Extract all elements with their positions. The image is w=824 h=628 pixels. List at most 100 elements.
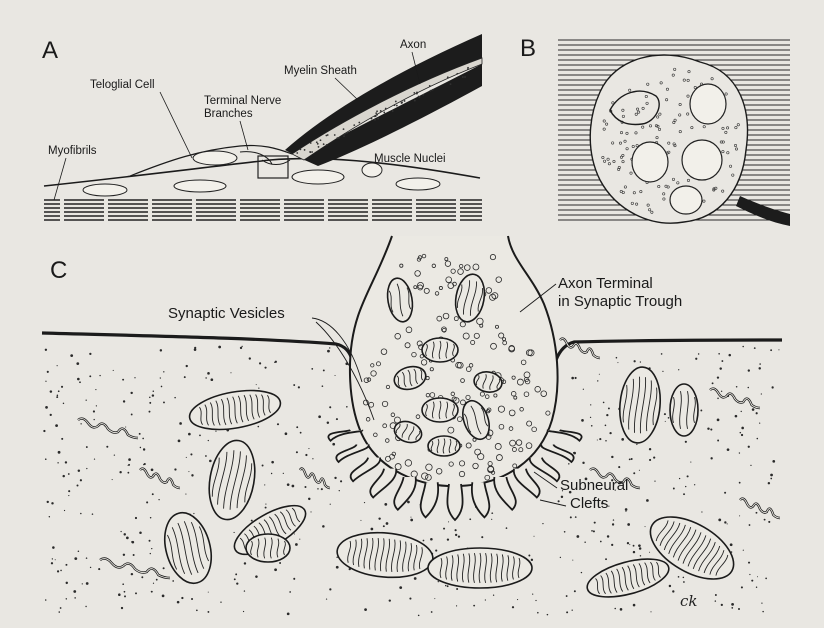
mitochondrion-outer (245, 533, 291, 563)
synaptic-vesicle (381, 400, 389, 408)
axoplasm-dot (338, 136, 340, 139)
stipple-dot (205, 455, 207, 457)
stipple-dot (142, 448, 146, 451)
stipple-dot (363, 501, 366, 504)
stipple-dot (606, 413, 609, 417)
stipple-dot (241, 345, 243, 348)
stipple-dot (230, 372, 232, 374)
stipple-dot (130, 572, 134, 576)
crista (363, 538, 368, 569)
stipple-dot (385, 522, 389, 525)
stipple-dot (220, 601, 222, 603)
synaptic-vesicles (362, 253, 551, 481)
axoplasm-dot (449, 83, 452, 86)
stipple-dot (491, 518, 493, 520)
vesicle-dot (632, 191, 636, 195)
stipple-dot (584, 541, 586, 543)
synaptic-vesicle (540, 390, 547, 397)
crista (622, 384, 628, 423)
synaptic-vesicle (431, 263, 436, 268)
synaptic-vesicle (498, 423, 505, 430)
stipple-dot (749, 573, 751, 576)
stipple-dot (625, 510, 627, 512)
crista (703, 545, 721, 574)
crista (274, 513, 287, 535)
stipple-dot (630, 458, 633, 461)
stipple-dot (80, 512, 82, 515)
stipple-dot (151, 394, 155, 397)
crista (374, 538, 379, 571)
crista (470, 405, 482, 435)
stipple-dot (89, 352, 92, 356)
stipple-dot (591, 529, 593, 532)
synaptic-vesicle (394, 463, 402, 471)
synaptic-vesicle (423, 287, 430, 294)
stipple-dot (128, 463, 131, 466)
crista (283, 540, 286, 556)
stipple-dot (378, 517, 381, 520)
stipple-dot (179, 422, 182, 425)
stipple-dot (191, 597, 194, 601)
stipple-dot (289, 591, 291, 593)
stipple-dot (207, 372, 210, 375)
synaptic-vesicle (484, 394, 490, 399)
crista (452, 403, 455, 417)
mitochondrion (188, 389, 282, 431)
stipple-dot (148, 539, 151, 542)
stipple-dot (124, 595, 126, 598)
vesicle-dot (625, 131, 629, 135)
stipple-dot (735, 385, 738, 388)
crista (406, 287, 412, 310)
crista (439, 557, 443, 579)
junctional-fold (540, 443, 575, 464)
stipple-dot (535, 599, 537, 602)
crista (419, 369, 424, 381)
mitochondrion-outer (208, 439, 256, 521)
crista (461, 553, 465, 583)
synaptic-vesicle (470, 340, 476, 345)
z-disc (368, 198, 372, 224)
stipple-dot (93, 458, 96, 460)
vesicle-dot (657, 185, 661, 189)
stipple-dot (626, 542, 630, 545)
crista (385, 538, 391, 572)
crista (190, 521, 205, 569)
stipple-dot (242, 610, 245, 613)
vesicle-dot (712, 187, 716, 191)
stipple-dot (311, 367, 314, 370)
stipple-dot (469, 518, 472, 521)
stipple-dot (122, 378, 125, 381)
vesicle-dot (726, 126, 730, 130)
vesicle-dot (719, 140, 723, 144)
crista (438, 340, 442, 360)
axoplasm-dot (322, 143, 325, 146)
stipple-dot (99, 374, 101, 377)
label-axon: Axon (400, 39, 426, 51)
synaptic-vesicle (531, 426, 537, 433)
stipple-dot (59, 607, 62, 609)
stipple-dot (123, 590, 126, 593)
stipple-dot (126, 536, 129, 540)
vesicle-dot (659, 81, 663, 85)
junctional-fold (369, 468, 397, 499)
junctional-fold (327, 429, 364, 442)
vesicle-dot (673, 144, 677, 148)
stipple-dot (172, 580, 175, 582)
vesicle-dot (602, 119, 606, 123)
vesicle-dot (617, 165, 621, 169)
crista (379, 538, 385, 572)
axoplasm-dot (467, 68, 469, 71)
synaptic-vesicle (472, 263, 480, 271)
vesicle-dot (734, 147, 738, 151)
stipple-dot (62, 474, 65, 478)
stipple-dot (697, 353, 700, 355)
crista (445, 401, 449, 419)
stipple-dot (257, 425, 260, 428)
vesicle-dot (686, 94, 690, 98)
stipple-dot (644, 526, 646, 528)
artist-signature: ck (680, 592, 698, 610)
stipple-dot (592, 530, 595, 533)
synaptic-vesicle (417, 255, 423, 260)
stipple-dot (422, 539, 425, 542)
stipple-dot (569, 516, 572, 519)
